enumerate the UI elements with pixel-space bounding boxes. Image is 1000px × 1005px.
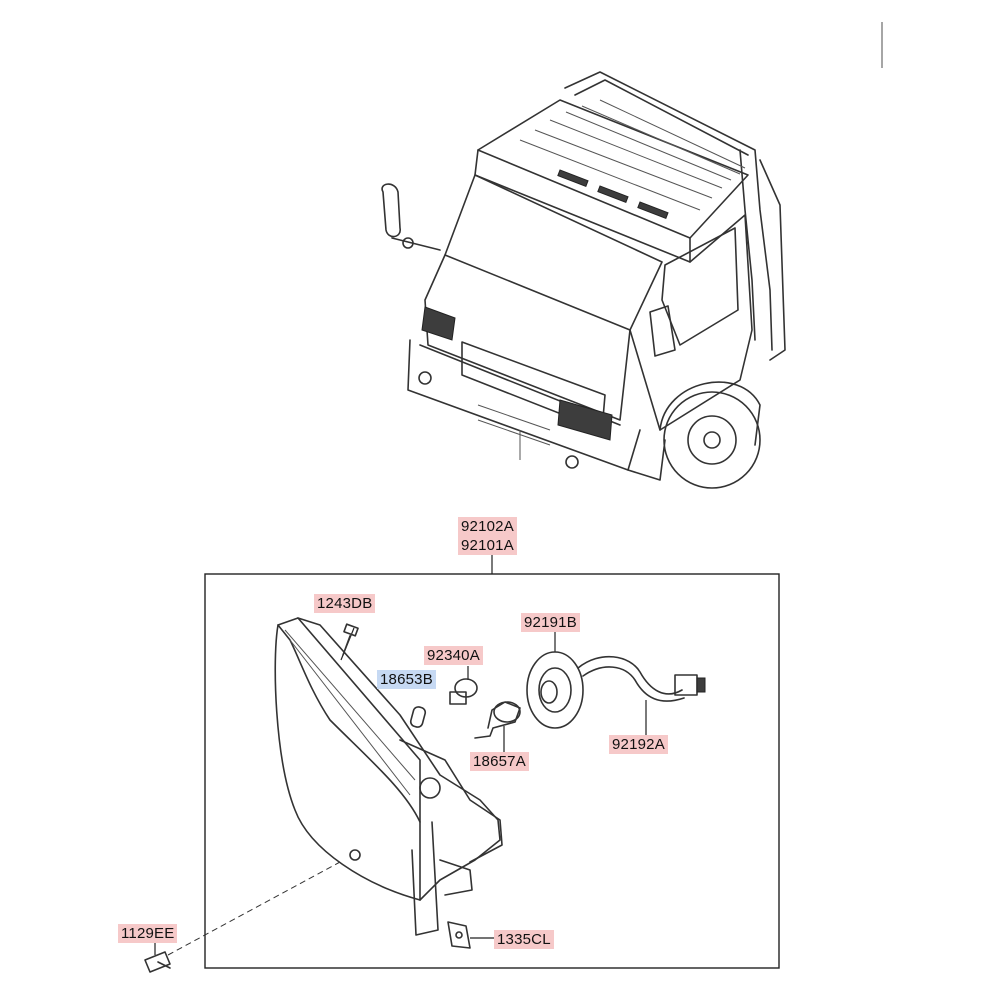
part-label-18653B[interactable]: 18653B <box>377 670 436 689</box>
part-label-18657A[interactable]: 18657A <box>470 752 529 771</box>
detail-frame <box>204 573 780 969</box>
headlamp-assembly <box>274 617 503 936</box>
part-label-1129EE[interactable]: 1129EE <box>118 924 178 943</box>
part-label-92340A[interactable]: 92340A <box>424 646 483 665</box>
small-bulb-icon <box>449 666 478 705</box>
clip-icon <box>447 921 494 949</box>
part-label-1243DB[interactable]: 1243DB <box>314 594 376 613</box>
part-label-92101A[interactable]: 92101A <box>458 536 517 555</box>
part-label-92191B[interactable]: 92191B <box>521 613 580 632</box>
truck-illustration <box>381 71 786 489</box>
part-label-92192A[interactable]: 92192A <box>609 735 668 754</box>
socket-harness-icon <box>526 632 706 735</box>
screw-icon <box>340 623 359 661</box>
part-label-1335CL[interactable]: 1335CL <box>494 930 554 949</box>
part-label-92102A[interactable]: 92102A <box>458 517 517 536</box>
main-bulb-icon <box>474 701 521 752</box>
bulb-cap-icon <box>409 706 427 728</box>
bolt-icon <box>144 861 341 973</box>
